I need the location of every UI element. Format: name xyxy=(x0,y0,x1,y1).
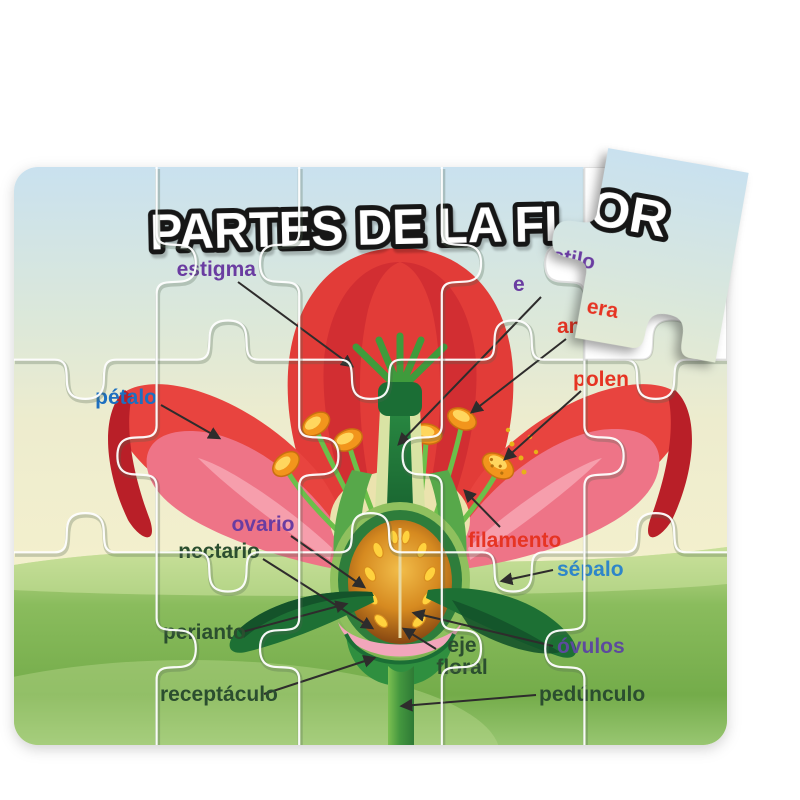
label-perianto: perianto xyxy=(163,621,246,644)
label-ovario: ovario xyxy=(231,513,294,536)
label-polen: polen xyxy=(573,368,629,391)
piece-antera-fragment: era xyxy=(585,295,620,323)
label-filamento: filamento xyxy=(468,529,561,552)
piece-cut-lines xyxy=(14,167,727,745)
label-nectario: nectario xyxy=(178,540,260,563)
puzzle-board: estigma e ant polen pétalo ovario nectar… xyxy=(14,167,727,745)
puzzle-title: PARTES DE LA FL xyxy=(149,195,574,260)
nectary-band xyxy=(338,622,462,657)
label-eje-floral-line1: eje xyxy=(447,634,476,657)
label-pedunculo: pedúnculo xyxy=(539,683,645,706)
grass-glow xyxy=(14,660,500,745)
pollen-grains xyxy=(505,427,539,475)
receptacle-cup xyxy=(346,634,454,686)
detached-puzzle-piece[interactable]: OR stilo era xyxy=(536,141,749,363)
label-ovulos: óvulos xyxy=(557,635,625,658)
flower-illustration xyxy=(108,248,692,745)
label-petalo: pétalo xyxy=(95,386,157,409)
labels: estigma e ant polen pétalo ovario nectar… xyxy=(95,258,645,706)
label-estilo-fragment: e xyxy=(513,273,525,296)
label-receptaculo: receptáculo xyxy=(160,683,278,706)
detached-piece-shape xyxy=(552,148,749,363)
label-sepalo: sépalo xyxy=(557,558,624,581)
label-estigma: estigma xyxy=(177,258,257,281)
